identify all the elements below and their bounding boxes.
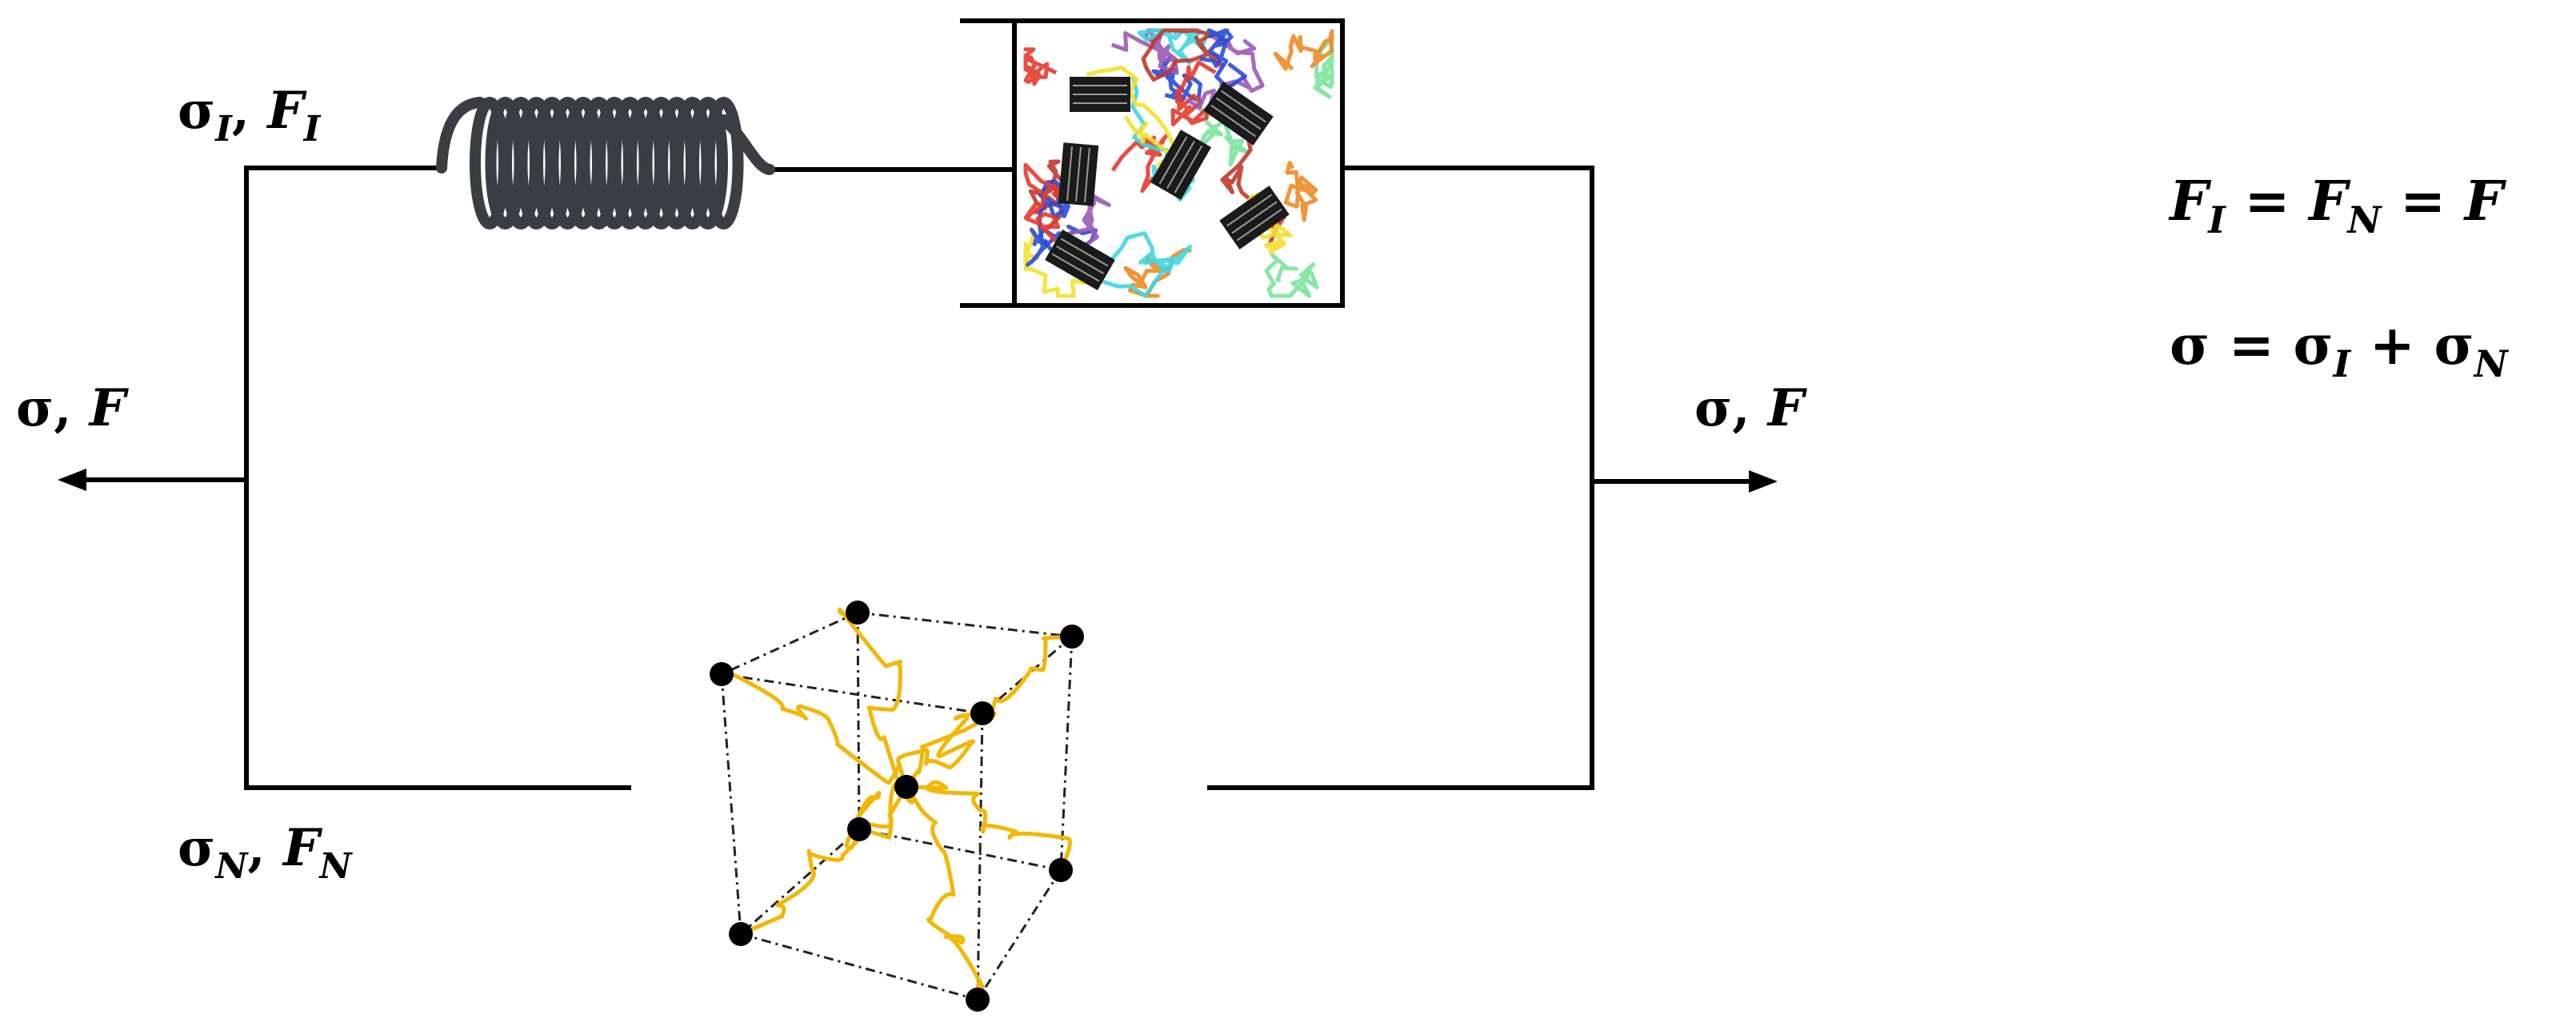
cube-edge	[740, 932, 978, 1001]
crosslink-node	[1060, 625, 1084, 649]
polymer-chain	[1273, 29, 1334, 71]
polymer-chain	[1023, 229, 1090, 298]
network-strand	[904, 785, 985, 1000]
cube-edge	[740, 828, 860, 936]
crosslink-node	[1049, 858, 1073, 882]
spring-coil	[703, 97, 744, 230]
lamella	[1045, 229, 1115, 291]
crystal-lamellae	[1045, 77, 1290, 291]
cube-edge	[858, 828, 1062, 872]
polymer-chain	[1137, 28, 1227, 66]
network-strand	[717, 668, 909, 788]
polymer-chain	[1313, 37, 1334, 99]
circuit-wiring	[78, 166, 1759, 790]
polymer-chain	[1023, 47, 1058, 86]
dashpot-icon	[960, 18, 1345, 308]
polymer-chain	[1141, 28, 1225, 82]
network-cube-icon	[710, 601, 1084, 1012]
cube-edge	[856, 612, 861, 830]
cube-edge	[976, 869, 1062, 1000]
polymer-chain	[1199, 28, 1247, 90]
polymer-chain-tangle	[1023, 28, 1334, 298]
equation-stress: σ = σI + σN	[2170, 313, 2510, 385]
spring-coil	[688, 97, 728, 230]
lamella	[1070, 77, 1130, 112]
spring-icon	[436, 97, 775, 230]
crosslink-node	[894, 775, 918, 799]
polymer-chain	[1283, 161, 1318, 222]
lamella	[1058, 142, 1099, 206]
right-arrow-head	[1749, 470, 1778, 493]
lamella	[1150, 130, 1212, 200]
network-strand	[896, 711, 983, 788]
crosslink-node	[846, 601, 870, 625]
network-strand	[904, 634, 1073, 788]
right-end-label: σ, F	[1694, 378, 1808, 438]
cube-edge	[721, 611, 858, 676]
cube-edge	[857, 611, 1073, 638]
crosslink-node	[970, 701, 994, 725]
crosslink-node	[966, 988, 990, 1012]
polymer-chain	[1264, 253, 1319, 298]
lamella	[1203, 82, 1274, 146]
cube-edge	[721, 673, 983, 715]
top-branch-label: σI, FI	[178, 81, 322, 150]
crosslink-node	[847, 817, 871, 841]
lamella	[1219, 186, 1290, 250]
polymer-chain	[1098, 231, 1193, 298]
network-strand	[838, 607, 908, 788]
polymer-chain	[1170, 60, 1217, 126]
cube-edge	[720, 673, 742, 935]
polymer-chain	[1037, 178, 1074, 265]
equation-deformation: FI = FN = F	[2168, 170, 2507, 242]
cube-edge	[976, 713, 984, 1000]
cube-edge	[1059, 636, 1074, 871]
network-strand	[740, 785, 909, 936]
left-end-label: σ, F	[16, 378, 130, 438]
bottom-branch-label: σN, FN	[178, 818, 353, 887]
left-arrow-head	[58, 469, 86, 491]
crosslink-node	[710, 662, 734, 686]
crosslink-node	[729, 922, 753, 946]
network-strand	[906, 780, 1072, 872]
